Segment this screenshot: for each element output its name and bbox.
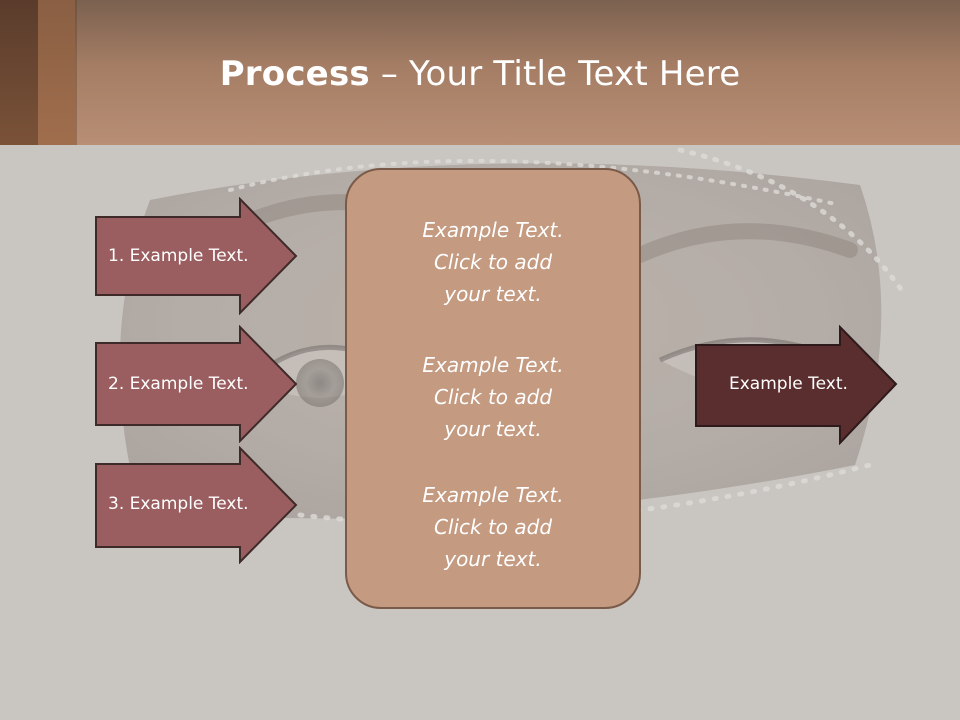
header-accent-light <box>38 0 75 145</box>
result-label: Example Text. <box>729 374 848 394</box>
title-bar: Process – Your Title Text Here <box>0 0 960 145</box>
header-accent-edge <box>75 0 77 145</box>
step-label-1: 1. Example Text. <box>108 246 249 266</box>
center-block-1-line2: Click to add <box>433 250 553 274</box>
step-label-3: 3. Example Text. <box>108 494 249 514</box>
step-arrow-3[interactable]: 3. Example Text. <box>94 446 300 564</box>
right-arrow-shape <box>95 197 298 315</box>
title-rest: – Your Title Text Here <box>369 54 741 94</box>
center-block-3: Example Text. Click to add your text. <box>347 479 639 575</box>
center-block-1-line1: Example Text. <box>422 218 564 242</box>
title-bold: Process <box>219 54 370 94</box>
center-block-3-line2: Click to add <box>433 515 553 539</box>
right-arrow-shape <box>95 325 298 443</box>
step-arrow-2[interactable]: 2. Example Text. <box>94 325 300 443</box>
slide-title[interactable]: Process – Your Title Text Here <box>0 52 960 96</box>
right-arrow-shape <box>95 446 298 564</box>
center-block-2-line3: your text. <box>444 417 542 441</box>
center-block-1: Example Text. Click to add your text. <box>347 214 639 310</box>
center-block-1-line3: your text. <box>444 282 542 306</box>
center-block-3-line3: your text. <box>444 547 542 571</box>
center-block-2-line1: Example Text. <box>422 353 564 377</box>
center-block-2: Example Text. Click to add your text. <box>347 349 639 445</box>
step-label-2: 2. Example Text. <box>108 374 249 394</box>
header-accent-dark <box>0 0 38 145</box>
right-arrow-shape <box>695 325 898 445</box>
center-block-2-line2: Click to add <box>433 385 553 409</box>
center-block-3-line1: Example Text. <box>422 483 564 507</box>
center-text-box[interactable]: Example Text. Click to add your text. Ex… <box>345 168 641 609</box>
step-arrow-1[interactable]: 1. Example Text. <box>94 197 300 315</box>
result-arrow[interactable]: Example Text. <box>694 325 900 445</box>
